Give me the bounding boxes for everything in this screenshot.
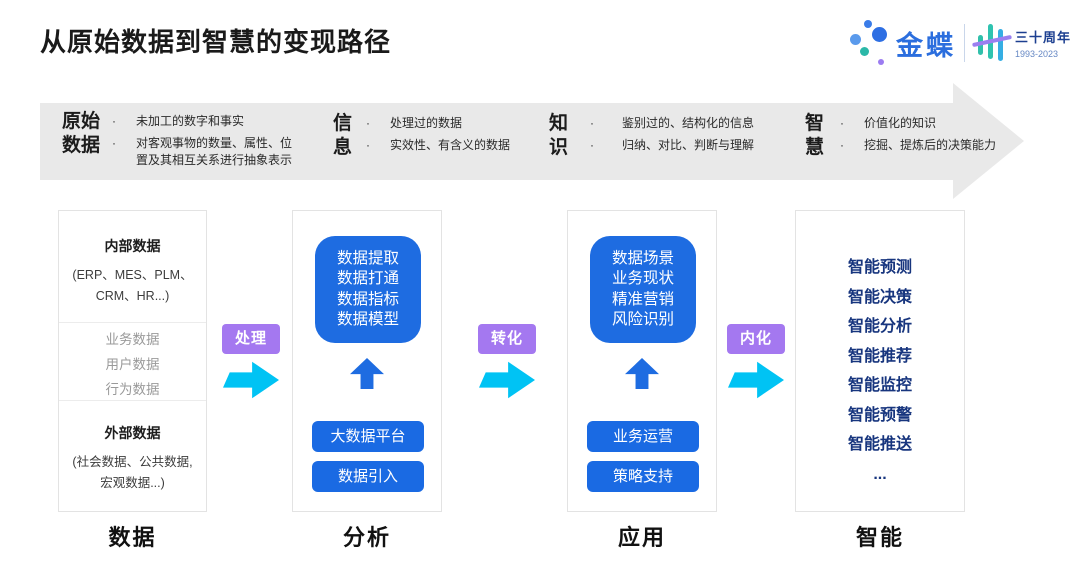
stage-wisdom: 智 慧 · 价值化的知识 · 挖掘、提炼后的决策能力: [805, 112, 996, 160]
bullet-text: 归纳、对比、判断与理解: [622, 138, 755, 152]
data-types-section: 业务数据 用户数据 行为数据: [59, 323, 206, 401]
brand-name: 金蝶: [896, 30, 956, 61]
strategy-support-button: 策略支持: [587, 461, 699, 492]
column-label-intelligence: 智能: [855, 525, 904, 550]
application-box: 数据场景 业务现状 精准营销 风险识别 业务运营 策略支持: [567, 210, 717, 512]
bullet-text: 挖掘、提炼后的决策能力: [864, 138, 997, 152]
up-arrow-icon: [350, 358, 384, 389]
right-arrow-icon: [223, 361, 279, 399]
bullet-icon: ·: [112, 136, 117, 150]
logo-divider: [964, 24, 965, 62]
connector-transform: 转化: [476, 324, 538, 399]
thirty-anniversary-icon: [972, 20, 1012, 66]
bullet-text: 价值化的知识: [864, 116, 937, 130]
stage-bullets: · 处理过的数据 · 实效性、有含义的数据: [366, 115, 510, 159]
transform-badge: 转化: [478, 324, 536, 354]
internalize-badge: 内化: [727, 324, 785, 354]
big-data-platform-button: 大数据平台: [312, 421, 424, 452]
card-line: 精准营销: [611, 290, 674, 308]
bullet-icon: ·: [590, 138, 595, 152]
card-line: 数据场景: [611, 249, 674, 267]
stage-raw-data: 原始 数据 · 未加工的数字和事实 · 对客观事物的数量、属性、位置及其相互关系进行…: [62, 110, 302, 174]
stage-title: 信 息: [333, 113, 353, 158]
section-heading: 外部数据: [104, 425, 161, 441]
card-line: 风险识别: [611, 311, 674, 328]
internal-data-section: 内部数据 (ERP、MES、PLM、CRM、HR...): [59, 211, 206, 323]
bullet-icon: ·: [112, 114, 117, 128]
intelligence-item: 智能推送: [847, 436, 912, 453]
page-title: 从原始数据到智慧的变现路径: [40, 27, 392, 57]
anniversary-years: 1993-2023: [1015, 49, 1059, 59]
kingdee-dots-icon: [848, 18, 892, 68]
intelligence-item: 智能决策: [847, 288, 912, 306]
connector-process: 处理: [220, 324, 282, 399]
stage-bullets: · 价值化的知识 · 挖掘、提炼后的决策能力: [840, 115, 996, 159]
section-heading: 内部数据: [104, 238, 161, 254]
stage-bullets: · 鉴别过的、结构化的信息 · 归纳、对比、判断与理解: [590, 115, 754, 159]
bullet-text: 鉴别过的、结构化的信息: [622, 116, 755, 130]
analysis-card: 数据提取 数据打通 数据指标 数据模型: [315, 236, 421, 343]
column-label-analysis: 分析: [342, 525, 391, 550]
process-badge: 处理: [222, 324, 280, 354]
stage-title: 知 识: [549, 113, 569, 158]
intelligence-item: 智能推荐: [847, 347, 912, 365]
kingdee-logo: 金蝶 三十周年 1993-2023: [848, 14, 1073, 72]
card-line: 业务现状: [611, 270, 674, 287]
bullet-icon: ·: [366, 138, 371, 152]
business-operation-button: 业务运营: [587, 421, 699, 452]
data-type-item: 业务数据: [105, 332, 160, 347]
anniversary-text: 三十周年 1993-2023: [1015, 27, 1071, 59]
intelligence-item: 智能分析: [847, 318, 912, 335]
intelligence-item: 智能监控: [847, 377, 912, 394]
data-type-item: 用户数据: [105, 357, 160, 372]
intelligence-item-ellipsis: ...: [873, 465, 887, 483]
data-import-button: 数据引入: [312, 461, 424, 492]
card-line: 数据指标: [336, 290, 399, 308]
bullet-text: 未加工的数字和事实: [136, 114, 245, 128]
section-subtext: (ERP、MES、PLM、CRM、HR...): [72, 268, 193, 303]
data-sources-box: 内部数据 (ERP、MES、PLM、CRM、HR...) 业务数据 用户数据 行…: [58, 210, 207, 512]
card-line: 数据提取: [336, 249, 399, 267]
bullet-icon: ·: [840, 138, 845, 152]
stage-title: 智 慧: [805, 113, 825, 158]
stage-information: 信 息 · 处理过的数据 · 实效性、有含义的数据: [333, 112, 510, 160]
bullet-icon: ·: [590, 116, 595, 130]
data-type-item: 行为数据: [105, 382, 160, 397]
bullet-text: 实效性、有含义的数据: [390, 138, 511, 152]
external-data-section: 外部数据 (社会数据、公共数据, 宏观数据...): [59, 401, 206, 494]
bullet-icon: ·: [840, 116, 845, 130]
stage-title: 原始 数据: [62, 111, 101, 156]
analysis-box: 数据提取 数据打通 数据指标 数据模型 大数据平台 数据引入: [292, 210, 442, 512]
stage-knowledge: 知 识 · 鉴别过的、结构化的信息 · 归纳、对比、判断与理解: [549, 112, 754, 160]
column-label-data: 数据: [108, 525, 157, 550]
connector-internalize: 内化: [725, 324, 787, 399]
card-line: 数据打通: [336, 270, 399, 287]
intelligence-item: 智能预警: [847, 406, 912, 424]
bullet-text: 对客观事物的数量、属性、位置及其相互关系进行抽象表示: [136, 136, 293, 167]
up-arrow-icon: [625, 358, 659, 389]
anniversary-title: 三十周年: [1015, 30, 1072, 45]
stage-bullets: · 未加工的数字和事实 · 对客观事物的数量、属性、位置及其相互关系进行抽象表示: [112, 113, 302, 174]
card-line: 数据模型: [336, 311, 399, 328]
section-subtext: (社会数据、公共数据, 宏观数据...): [72, 455, 193, 490]
column-label-application: 应用: [617, 525, 666, 550]
bullet-icon: ·: [366, 116, 371, 130]
right-arrow-icon: [479, 361, 535, 399]
intelligence-box: 智能预测 智能决策 智能分析 智能推荐 智能监控 智能预警 智能推送 ...: [795, 210, 965, 512]
bullet-text: 处理过的数据: [390, 116, 463, 130]
intelligence-item: 智能预测: [847, 259, 912, 276]
right-arrow-icon: [728, 361, 784, 399]
application-card: 数据场景 业务现状 精准营销 风险识别: [590, 236, 696, 343]
